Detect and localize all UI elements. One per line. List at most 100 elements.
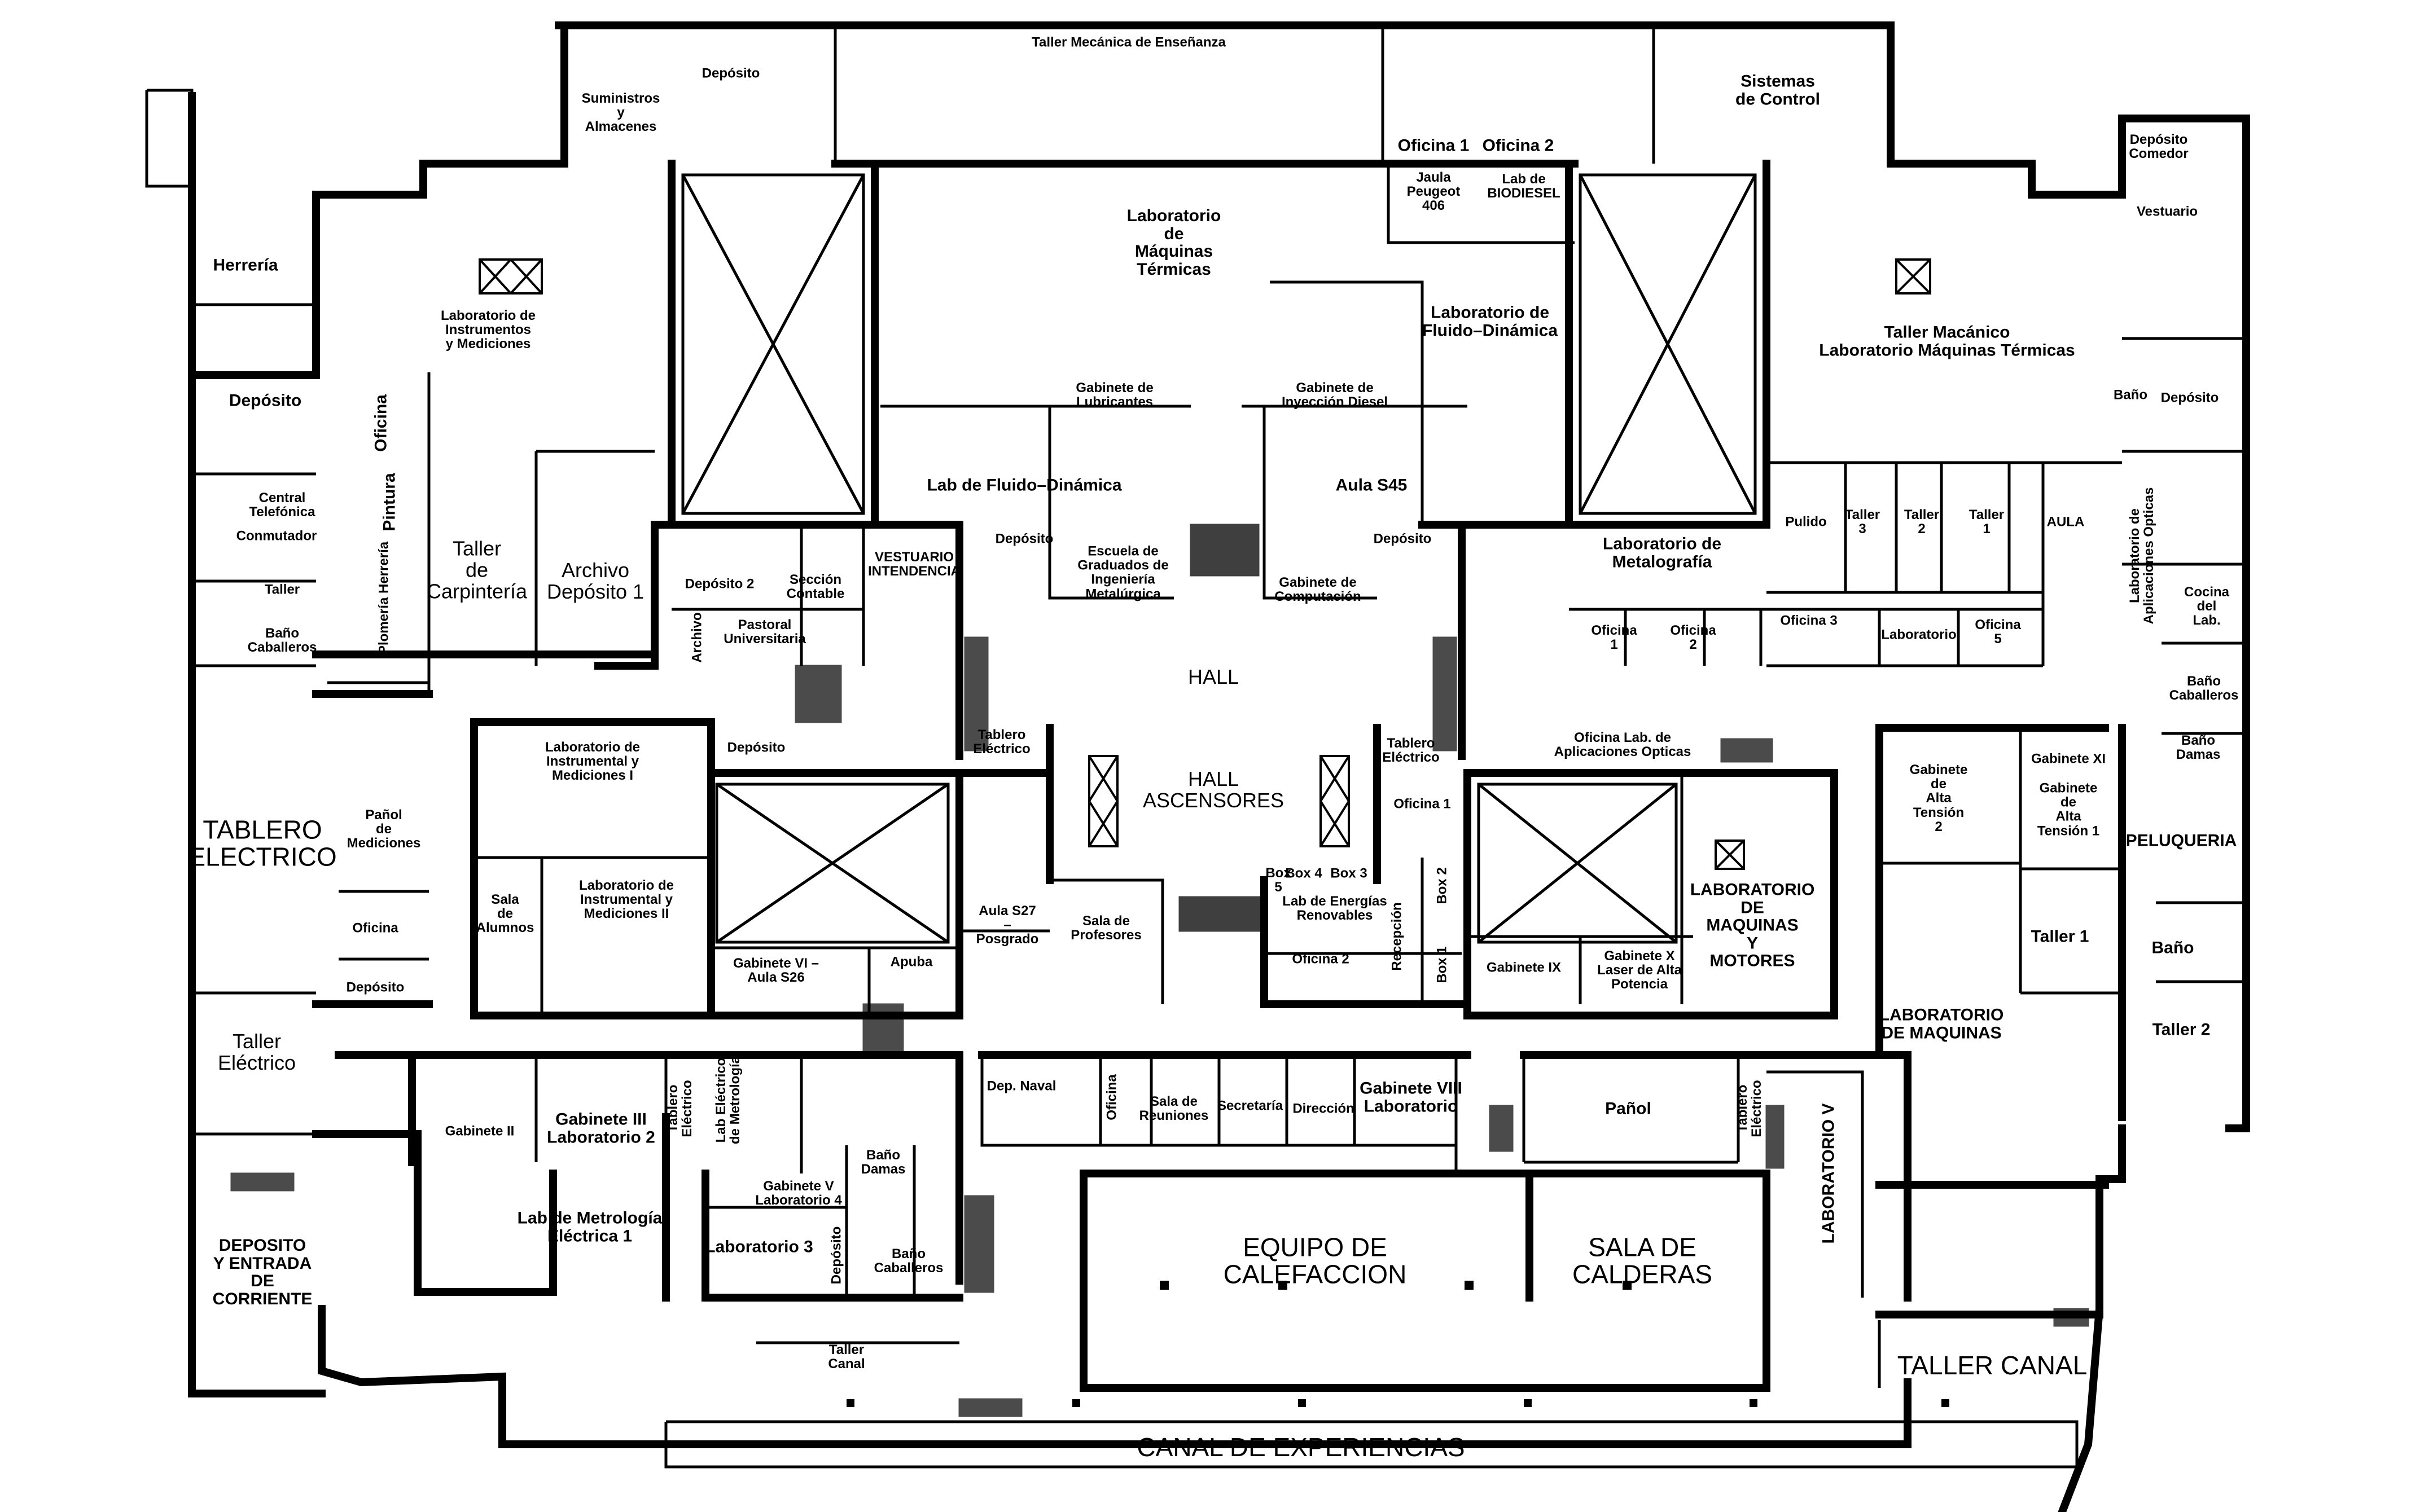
room-lab-instrumental-1: Laboratorio de Instrumental y Mediciones… [545,740,641,784]
room-lab-instrumentos: Laboratorio de Instrumentos y Mediciones [440,308,536,352]
room-gabinete-alta-tension-2: Gabinete de Alta Tensión 2 [1909,762,1968,834]
room-deposito-entrada: DEPOSITO Y ENTRADA DE CORRIENTE [212,1236,313,1308]
room-oficina-2-top: Oficina 2 [1482,136,1554,155]
room-vestuario: Vestuario [2136,204,2198,219]
room-secretaria: Secretaría [1217,1098,1283,1114]
room-gabinete-x: Gabinete X Laser de Alta Potencia [1597,948,1682,992]
room-cocina-lab: Cocina del Lab. [2184,584,2230,628]
room-lab-metrologia: Lab de Metrología Eléctrica 1 [517,1208,663,1245]
room-laboratorio-v: LABORATORIO V [1819,1103,1838,1244]
room-vestuario-intendencia: VESTUARIO INTENDENCIA [867,549,961,579]
room-oficina-vertical: Oficina [371,394,391,452]
room-bano-damas-center: Baño Damas [861,1147,906,1177]
room-apuba: Apuba [890,954,933,970]
room-taller-carpinteria: Taller de Carpintería [426,537,528,603]
room-oficina-5-right: Oficina 5 [1975,617,2021,647]
room-tablero-electrico-vertical: Tablero Eléctrico [665,1080,695,1137]
room-sistemas-control: Sistemas de Control [1735,72,1820,108]
room-deposito-left: Depósito [229,391,302,410]
room-lab-maquinas-termicas: Laboratorio de Máquinas Térmicas [1126,206,1221,279]
room-taller-1-right: Taller 1 [2031,927,2089,946]
room-deposito-mid: Depósito [727,740,786,755]
room-gabinete-ix: Gabinete IX [1486,960,1562,975]
room-deposito-top: Depósito [702,65,760,81]
room-lab-maquinas-motores: LABORATORIO DE MAQUINAS Y MOTORES [1690,880,1815,970]
room-gabinete-computacion: Gabinete de Computación [1274,574,1361,604]
room-lab-biodiesel: Lab de BIODIESEL [1487,171,1560,201]
room-sala-reuniones: Sala de Reuniones [1139,1093,1209,1123]
room-bano-caballeros-left: Baño Caballeros [247,625,317,655]
room-dep-naval: Dep. Naval [987,1078,1056,1094]
room-pintura: Pintura [380,473,399,531]
stair-treads [230,524,2089,1417]
room-box-4: Box 4 [1285,865,1322,881]
room-tablero-electrico-vertical-2: Tablero Eléctrico [1734,1080,1764,1137]
room-oficina-1-mid: Oficina 1 [1393,796,1451,812]
room-deposito-small-b: Depósito [1373,531,1432,547]
room-bano-caballeros-right: Baño Caballeros [2169,673,2239,703]
room-tablero-electrico-c1: Tablero Eléctrico [973,727,1031,757]
room-lab-metalografia: Laboratorio de Metalografía [1602,534,1722,571]
room-jaula-peugeot: Jaula Peugeot 406 [1406,170,1461,214]
room-deposito-left2: Depósito [346,979,405,995]
room-gabinete-lubricantes: Gabinete de Lubricantes [1076,380,1154,410]
room-taller-canal-small: Taller Canal [828,1342,865,1372]
room-oficina-2-right: Oficina 2 [1670,622,1716,652]
stairwells [681,173,1757,944]
room-bano-caballeros-center: Baño Caballeros [874,1246,944,1276]
room-sala-profesores: Sala de Profesores [1071,913,1142,943]
room-panol: Pañol [1605,1099,1651,1118]
room-lab-fluido-dinamica-top: Laboratorio de Fluido–Dinámica [1422,303,1558,340]
room-deposito-vertical: Depósito [828,1226,844,1285]
room-tablero-electrico: TABLERO ELECTRICO [188,815,337,872]
room-gabinete-v: Gabinete V Laboratorio 4 [755,1178,842,1208]
room-oficina-left: Oficina [352,920,398,936]
room-aula-s27: Aula S27 – Posgrado [976,903,1039,947]
room-recepcion: Recepción [1389,902,1405,971]
room-canal-experiencias: CANAL DE EXPERIENCIAS [1137,1432,1465,1462]
room-peluqueria: PELUQUERIA [2125,831,2237,850]
room-taller-1: Taller 1 [1969,507,2005,537]
room-suministros: Suministros y Almacenes [581,91,660,135]
room-archivo-deposito: Archivo Depósito 1 [546,559,645,603]
room-taller-electrico: Taller Eléctrico [217,1030,296,1074]
room-hall-ascensores: HALL ASCENSORES [1142,767,1284,812]
room-deposito-2: Depósito 2 [685,576,755,592]
room-bano-damas-right: Baño Damas [2176,732,2221,762]
room-lab-energias: Lab de Energías Renovables [1282,893,1387,923]
room-taller-2-right: Taller 2 [2152,1020,2211,1039]
room-conmutador: Conmutador [236,528,317,544]
elevators [479,258,1931,870]
room-lab-maquinas: LABORATORIO DE MAQUINAS [1879,1005,2004,1042]
room-deposito-right: Depósito [2160,390,2219,406]
room-taller-mecanica: Taller Mecánica de Enseñanza [1032,34,1226,50]
room-archivo-small: Archivo [689,612,705,663]
room-gabinete-alta-tension-1: Gabinete de Alta Tensión 1 [2037,780,2100,839]
room-tablero-electrico-c2: Tablero Eléctrico [1382,735,1440,765]
room-lab-fluido-dinamica: Lab de Fluido–Dinámica [927,476,1122,495]
room-aula-s45: Aula S45 [1335,476,1408,495]
room-taller-2: Taller 2 [1904,507,1940,537]
room-oficina-1-right: Oficina 1 [1591,622,1637,652]
room-oficina-2-mid: Oficina 2 [1292,951,1349,967]
room-plomeria: Plomería Herrería [376,541,392,655]
room-direccion: Dirección [1292,1101,1354,1117]
room-deposito-small-a: Depósito [995,531,1054,547]
room-gabinete-xi: Gabinete XI [2031,751,2106,767]
room-herreria: Herrería [213,256,278,275]
room-escuela-graduados: Escuela de Graduados de Ingeniería Metal… [1077,543,1169,602]
room-taller-canal: TALLER CANAL [1897,1350,2088,1380]
room-hall: HALL [1187,665,1239,689]
room-sala-calderas: SALA DE CALDERAS [1572,1232,1712,1289]
room-gabinete-ii: Gabinete II [445,1123,515,1139]
room-lab-instrumental-2: Laboratorio de Instrumental y Mediciones… [578,878,674,922]
room-oficina-3-right: Oficina 3 [1780,613,1838,628]
room-oficina-vertical-south: Oficina [1104,1074,1120,1120]
room-gabinete-inyeccion: Gabinete de Inyección Diesel [1281,380,1388,410]
thick-walls [188,21,2250,1512]
room-central-telefonica: Central Telefónica [249,490,315,520]
columns [847,1281,1949,1407]
room-pastoral: Pastoral Universitaria [724,617,806,647]
room-deposito-comedor: Depósito Comedor [2129,131,2189,161]
room-aula-right: AULA [2046,514,2085,530]
